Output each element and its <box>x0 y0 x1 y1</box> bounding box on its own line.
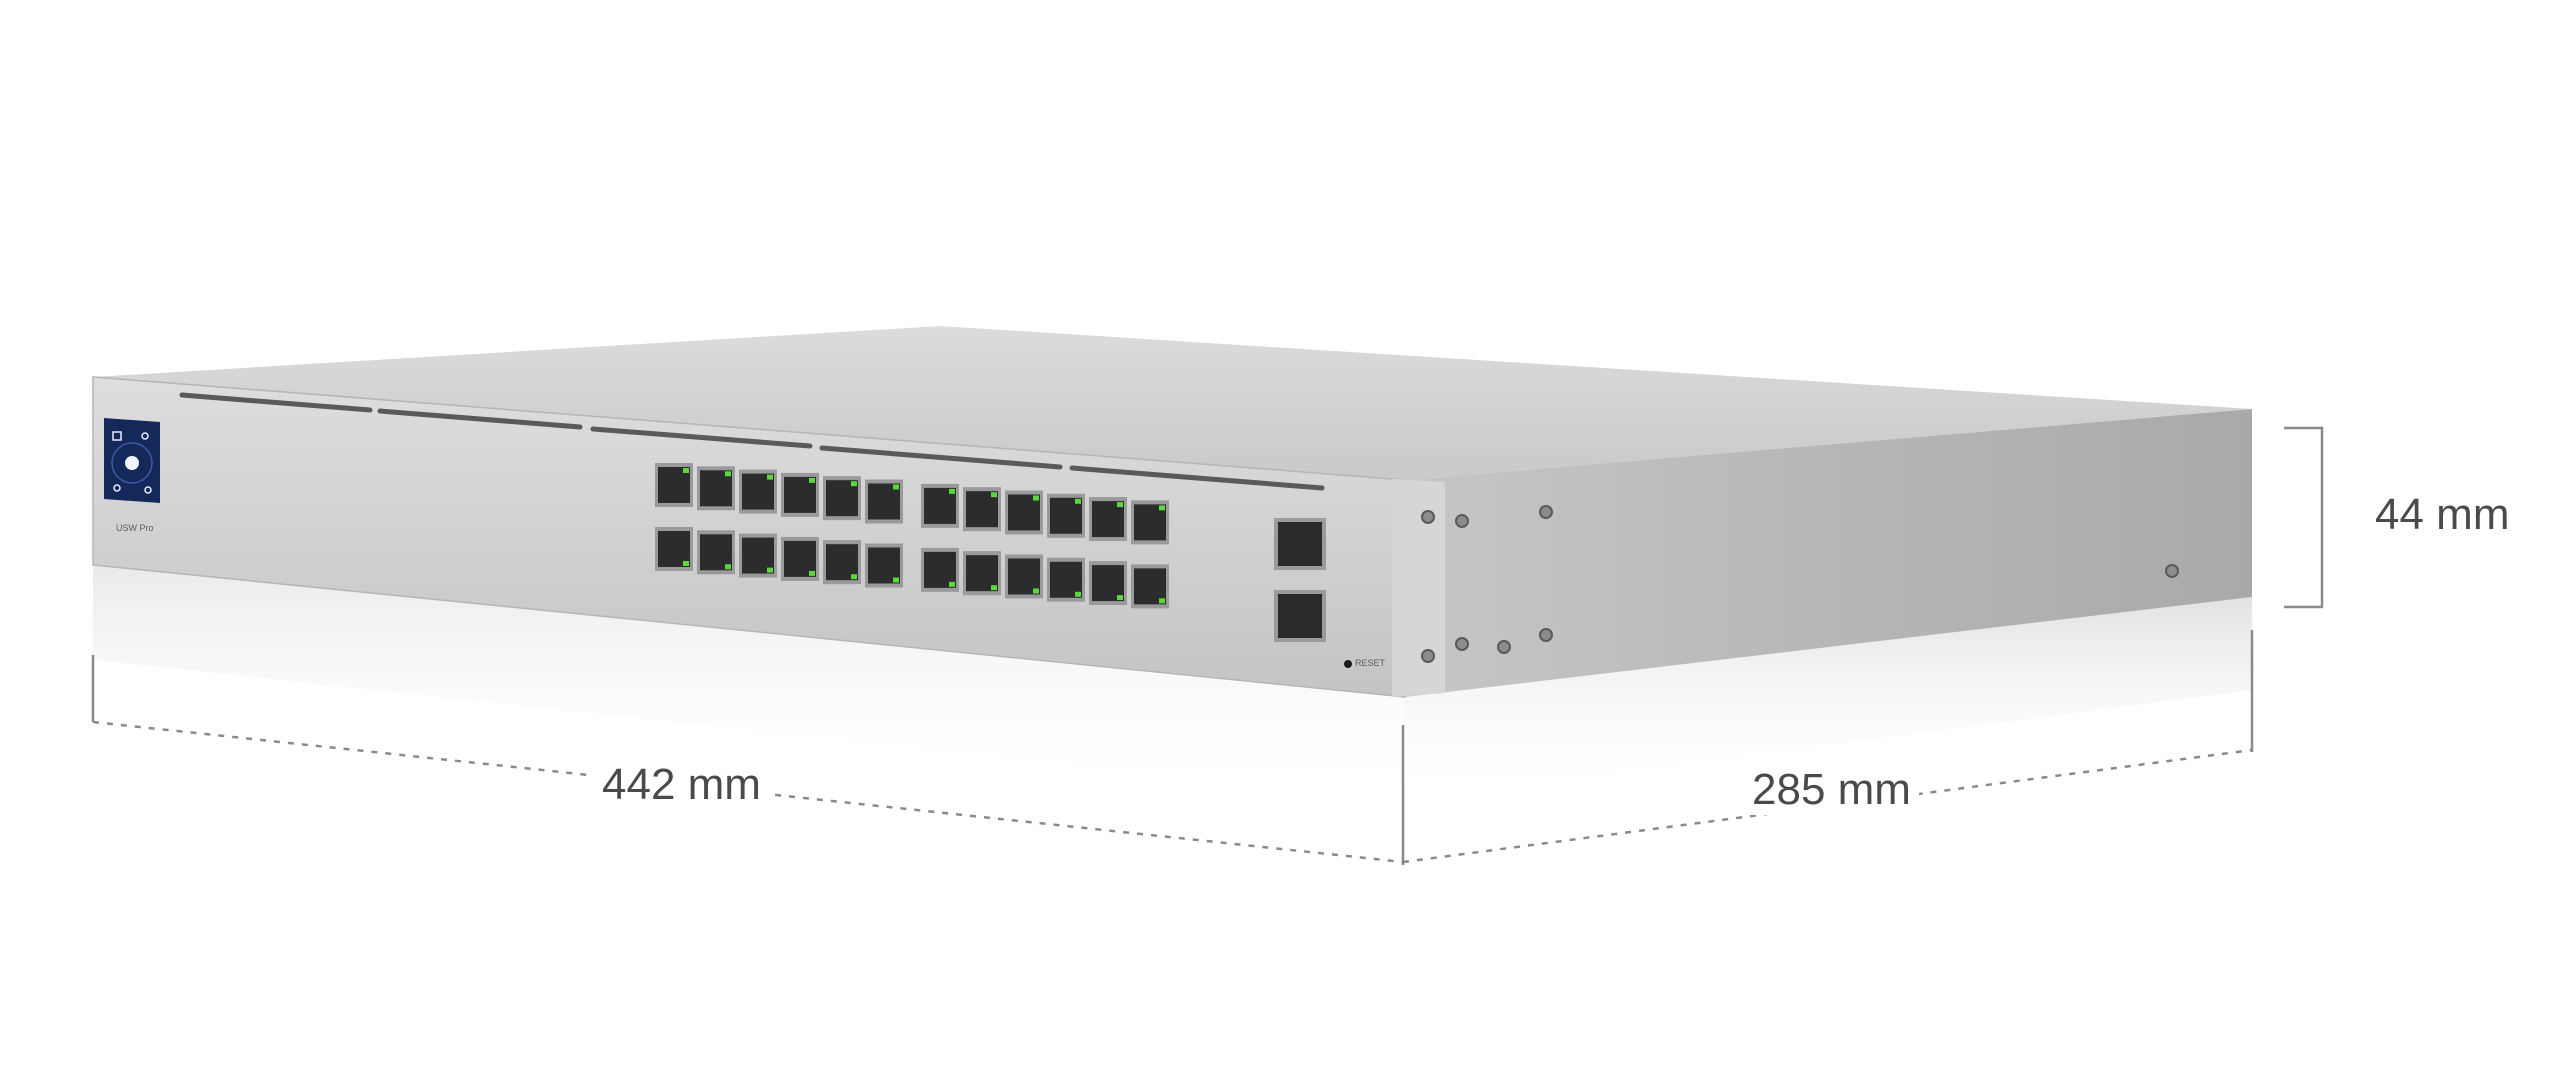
sfp-port <box>1274 590 1326 642</box>
rj45-port <box>823 476 861 521</box>
front-bezel-edge <box>1392 479 1445 697</box>
reset-label: RESET <box>1355 658 1386 668</box>
front-reflection <box>93 565 1405 800</box>
rj45-port <box>1047 557 1085 602</box>
rj45-port <box>781 536 819 581</box>
rj45-port <box>865 479 903 524</box>
rj45-port <box>1089 497 1127 542</box>
rj45-port <box>1089 561 1127 606</box>
height-dimension-label: 44 mm <box>2375 490 2510 539</box>
chassis-top <box>93 326 2252 480</box>
rj45-port <box>865 543 903 588</box>
rj45-port <box>781 472 819 517</box>
rj45-port <box>1005 554 1043 599</box>
rj45-port <box>739 533 777 578</box>
rj45-port <box>655 527 693 571</box>
depth-dimension-label: 285 mm <box>1744 765 1919 815</box>
rj45-port <box>697 530 735 575</box>
side-reflection <box>1405 597 2252 800</box>
sfp-port <box>1274 518 1326 570</box>
vent-slits <box>179 392 1325 491</box>
rj45-port <box>697 466 735 511</box>
rj45-port-group <box>655 463 1169 609</box>
rj45-port <box>823 540 861 585</box>
rj45-port <box>1005 490 1043 535</box>
rj45-port <box>739 469 777 514</box>
mounting-screws <box>1421 505 2179 663</box>
rj45-port <box>921 547 959 592</box>
rj45-port <box>963 551 1001 596</box>
rj45-port <box>1131 564 1169 609</box>
sfp-port-group <box>1274 518 1326 642</box>
rj45-port <box>963 487 1001 532</box>
rj45-port <box>1131 500 1169 545</box>
width-dimension-label: 442 mm <box>594 760 769 810</box>
reset-button[interactable] <box>1344 660 1352 668</box>
rj45-port <box>921 483 959 528</box>
rj45-port <box>1047 493 1085 538</box>
rj45-port <box>655 463 693 507</box>
chassis-side <box>1405 409 2252 697</box>
status-display <box>104 418 160 503</box>
model-label: USW Pro <box>116 523 154 533</box>
